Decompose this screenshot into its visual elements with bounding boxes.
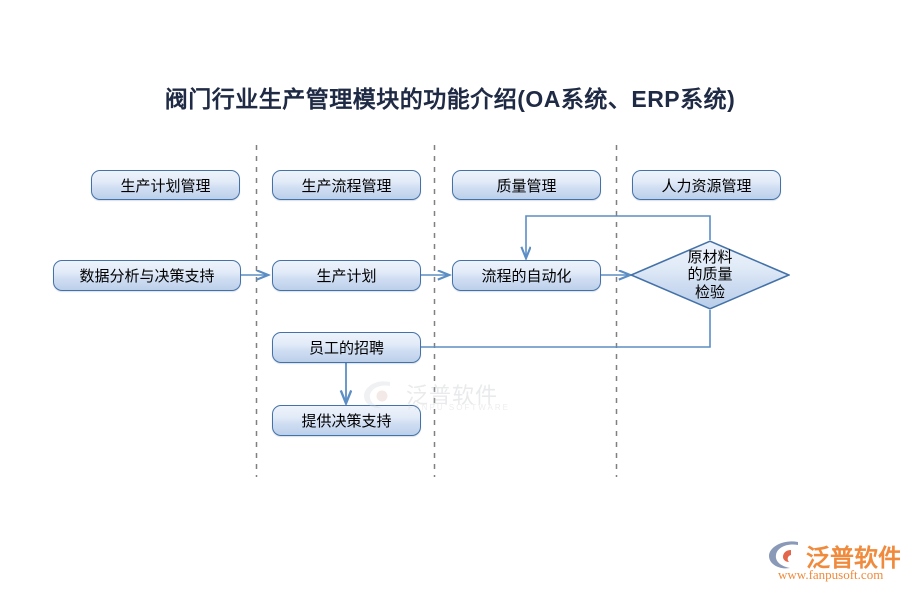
node-decision-support[interactable]: 提供决策支持 <box>272 405 421 436</box>
watermark-text: 泛普软件 <box>406 383 499 408</box>
diamond-label-group: 原材料 的质量 检验 <box>630 240 790 310</box>
diamond-label-line-1: 原材料 <box>687 248 733 266</box>
node-header-hr-management[interactable]: 人力资源管理 <box>632 170 781 200</box>
node-data-analysis-decision-support[interactable]: 数据分析与决策支持 <box>53 260 241 291</box>
node-production-plan[interactable]: 生产计划 <box>272 260 421 291</box>
diamond-label-line-2: 的质量 <box>687 266 733 284</box>
brand-logo-url: www.fanpusoft.com <box>778 567 884 582</box>
node-header-production-plan-management[interactable]: 生产计划管理 <box>91 170 240 200</box>
node-raw-material-quality-check[interactable]: 原材料 的质量 检验 <box>630 240 790 310</box>
brand-logo: 泛普软件 www.fanpusoft.com <box>766 538 900 586</box>
page-title: 阀门行业生产管理模块的功能介绍(OA系统、ERP系统) <box>164 86 736 112</box>
diamond-label-line-3: 检验 <box>694 283 725 301</box>
diamond-shape <box>630 240 790 310</box>
node-header-quality-management[interactable]: 质量管理 <box>452 170 601 200</box>
node-header-production-process-management[interactable]: 生产流程管理 <box>272 170 421 200</box>
line-quality-check-to-staff-recruitment <box>421 310 711 348</box>
brand-logo-text: 泛普软件 <box>806 545 900 572</box>
brand-logo-icon <box>769 541 798 569</box>
node-process-automation[interactable]: 流程的自动化 <box>452 260 601 291</box>
watermark-subtext: FANPU SOFTWARE <box>408 403 510 412</box>
node-staff-recruitment[interactable]: 员工的招聘 <box>272 332 421 363</box>
